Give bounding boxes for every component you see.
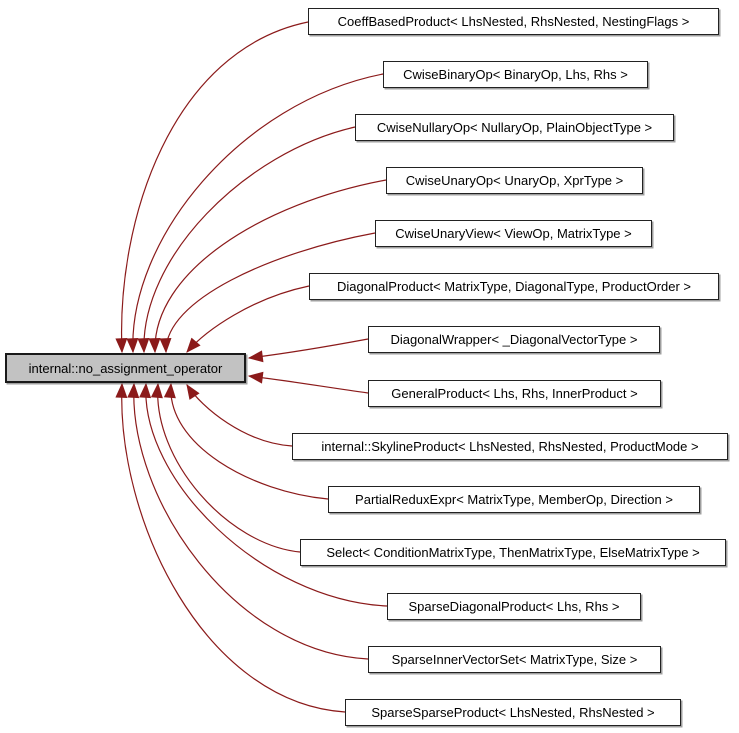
inheritance-edge <box>148 179 387 354</box>
class-node-coeffbasedproduct[interactable]: CoeffBasedProduct< LhsNested, RhsNested,… <box>308 8 719 35</box>
class-node-sparsesparseproduct[interactable]: SparseSparseProduct< LhsNested, RhsNeste… <box>345 699 681 726</box>
inheritance-edge <box>247 338 369 363</box>
inheritance-edge <box>137 126 356 354</box>
base-class-node: internal::no_assignment_operator <box>5 353 246 383</box>
inheritance-edge <box>186 285 310 353</box>
inheritance-edge <box>150 382 301 553</box>
class-node-generalproduct[interactable]: GeneralProduct< Lhs, Rhs, InnerProduct > <box>368 380 661 407</box>
class-node-sparseinnervectorset[interactable]: SparseInnerVectorSet< MatrixType, Size > <box>368 646 661 673</box>
class-node-sparsediagonalproduct[interactable]: SparseDiagonalProduct< Lhs, Rhs > <box>387 593 641 620</box>
inheritance-edge <box>186 383 293 447</box>
class-node-select[interactable]: Select< ConditionMatrixType, ThenMatrixT… <box>300 539 726 566</box>
class-node-diagonalwrapper[interactable]: DiagonalWrapper< _DiagonalVectorType > <box>368 326 660 353</box>
inheritance-edge <box>247 371 369 394</box>
class-node-cwisebinaryop[interactable]: CwiseBinaryOp< BinaryOp, Lhs, Rhs > <box>383 61 648 88</box>
inheritance-edge <box>126 73 384 354</box>
class-node-diagonalproduct[interactable]: DiagonalProduct< MatrixType, DiagonalTyp… <box>309 273 719 300</box>
class-node-cwiseunaryop[interactable]: CwiseUnaryOp< UnaryOp, XprType > <box>386 167 643 194</box>
class-node-cwiseunaryview[interactable]: CwiseUnaryView< ViewOp, MatrixType > <box>375 220 652 247</box>
class-node-cwisenullaryop[interactable]: CwiseNullaryOp< NullaryOp, PlainObjectTy… <box>355 114 674 141</box>
class-node-partialreduxexpr[interactable]: PartialReduxExpr< MatrixType, MemberOp, … <box>328 486 700 513</box>
inheritance-edge <box>127 382 369 660</box>
inheritance-edge <box>115 21 309 354</box>
class-node-internal-skylineproduct[interactable]: internal::SkylineProduct< LhsNested, Rhs… <box>292 433 728 460</box>
